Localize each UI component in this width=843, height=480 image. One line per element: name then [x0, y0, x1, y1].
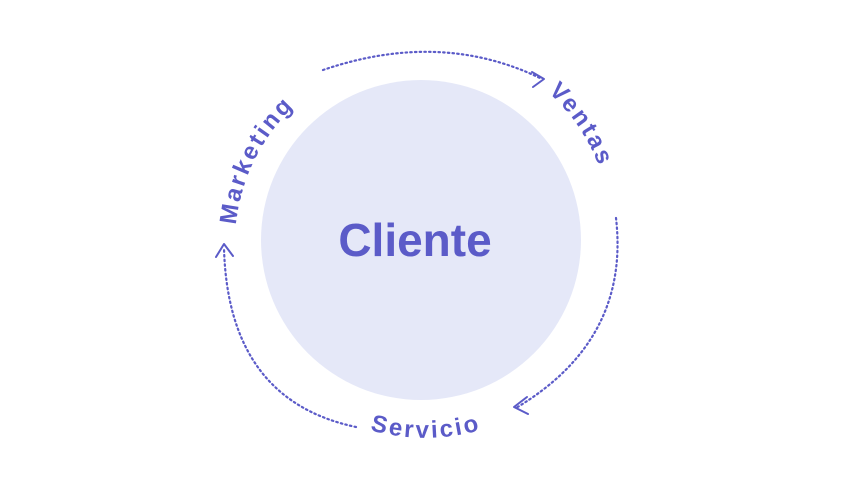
arrow-to-ventas-icon [531, 71, 545, 88]
arrow-to-servicio-icon [513, 396, 529, 415]
center-circle [261, 80, 581, 400]
center-label: Cliente [338, 214, 491, 266]
arc-ventas-to-servicio [514, 216, 619, 410]
stage-label-servicio: Servicio [369, 409, 481, 443]
stage-label-servicio-text: Servicio [369, 409, 484, 443]
arrow-to-marketing-icon [215, 243, 234, 258]
arc-marketing-to-ventas [321, 50, 542, 80]
arc-servicio-to-marketing [222, 246, 358, 429]
